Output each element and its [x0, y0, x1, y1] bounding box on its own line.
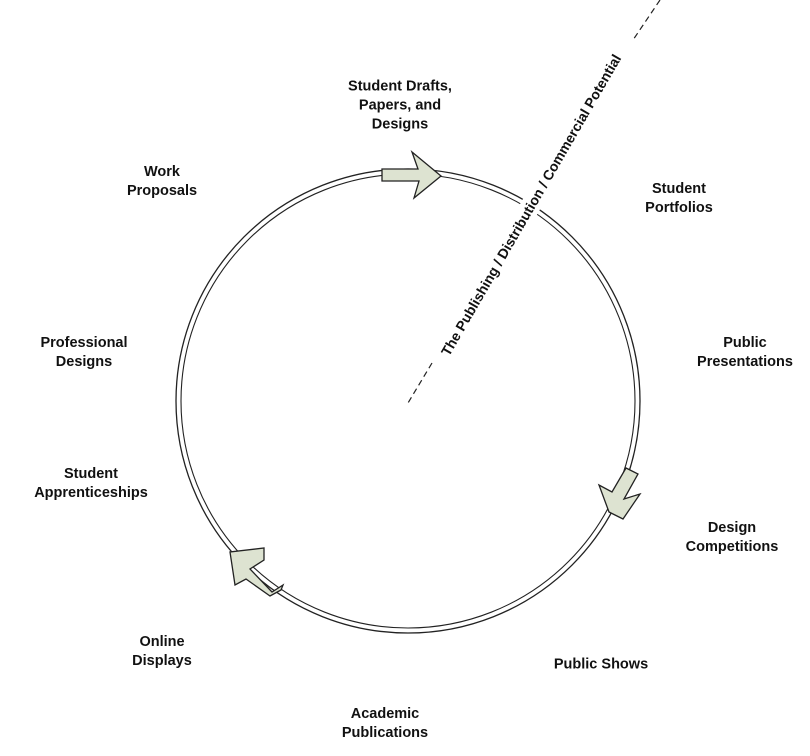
node-student-portfolios: Student Portfolios: [645, 181, 713, 216]
axis-label: The Publishing / Distribution / Commerci…: [438, 51, 625, 358]
axis-dashed-line-lower: [407, 362, 433, 404]
node-public-shows: Public Shows: [553, 656, 649, 673]
axis-dashed-line-upper: [632, 0, 661, 41]
cycle-arrow-right: [597, 467, 642, 520]
node-academic-publications: Academic Publications: [341, 706, 429, 741]
node-work-proposals: Work Proposals: [126, 164, 198, 199]
axis-label-backdrop: [437, 52, 625, 358]
node-public-presentations: Public Presentations: [697, 335, 793, 370]
node-design-competitions: Design Competitions: [685, 520, 779, 555]
node-student-apprenticeships: Student Apprenticeships: [34, 466, 148, 501]
node-professional-designs: Professional Designs: [40, 335, 128, 370]
cycle-arrow-top: [381, 150, 443, 200]
node-online-displays: Online Displays: [132, 634, 192, 669]
cycle-arrow-left: [229, 547, 285, 597]
node-student-drafts: Student Drafts, Papers, and Designs: [348, 78, 452, 133]
